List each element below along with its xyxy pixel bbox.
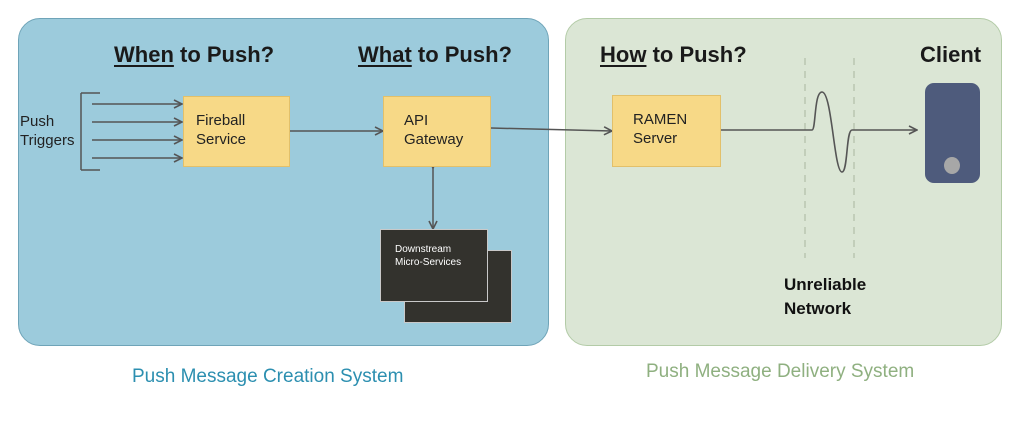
when-to-push-heading: When to Push?: [114, 42, 275, 67]
creation-system-caption: Push Message Creation System: [132, 366, 404, 387]
what-to-push-heading: What to Push?: [358, 42, 512, 67]
delivery-system-caption: Push Message Delivery System: [646, 361, 915, 382]
unreliable-network-label: Unreliable Network: [784, 275, 867, 318]
ramen-server-box: RAMEN Server: [612, 95, 721, 167]
push-triggers-label: Push Triggers: [20, 113, 75, 149]
device-home-button: [944, 157, 960, 174]
unreliable-network-wave: [721, 91, 917, 173]
api-gateway-box: API Gateway: [383, 96, 491, 167]
client-device-icon: [925, 83, 980, 183]
client-heading: Client: [920, 42, 982, 67]
downstream-micro-services-box: Downstream Micro-Services: [380, 229, 488, 302]
gateway-to-ramen-arrow: [490, 128, 612, 131]
fireball-service-box: Fireball Service: [183, 96, 290, 167]
push-triggers-bracket: [80, 92, 100, 171]
how-to-push-heading: How to Push?: [600, 42, 747, 67]
